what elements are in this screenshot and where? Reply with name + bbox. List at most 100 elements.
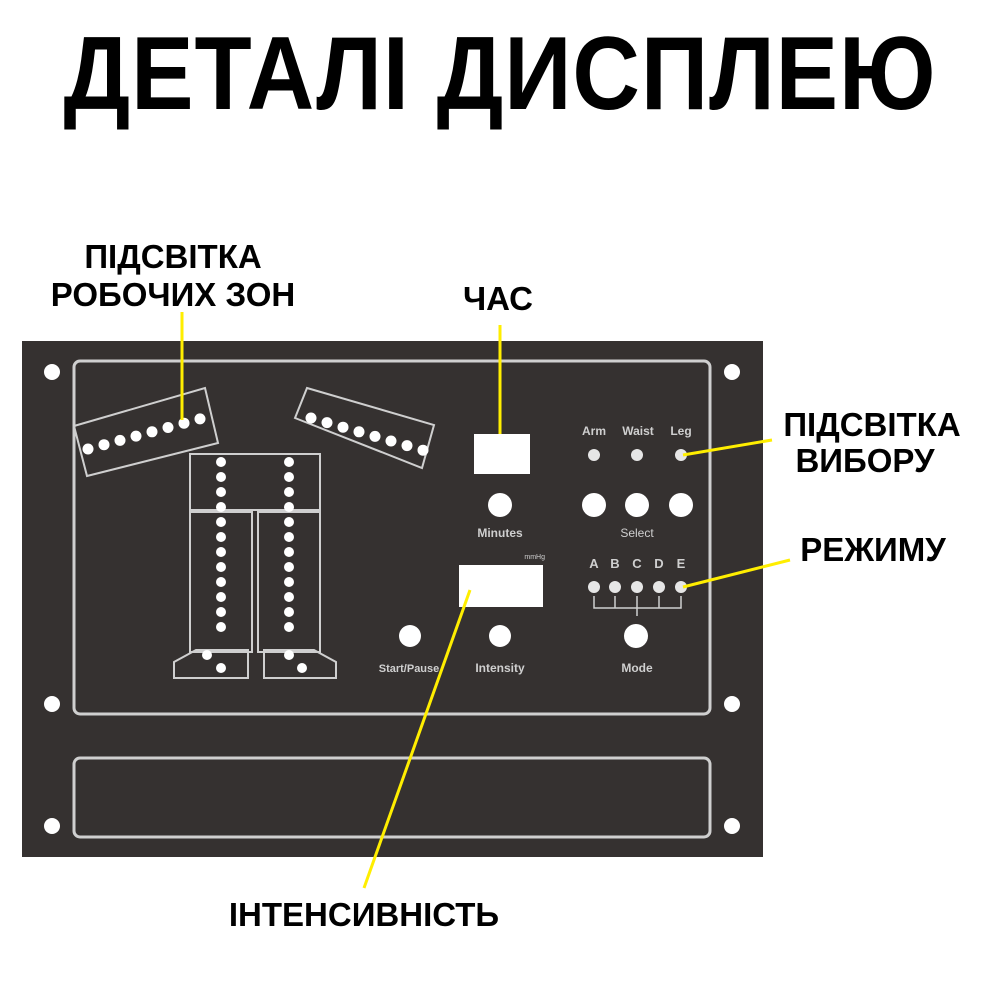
zone-led [216, 457, 226, 467]
mode-bracket [593, 596, 682, 616]
mode-led-d [653, 581, 665, 593]
zone-led [130, 430, 142, 442]
zone-led [284, 472, 294, 482]
waist-led [631, 449, 643, 461]
mode-label: Mode [621, 661, 653, 675]
zone-led [216, 472, 226, 482]
zone-led [284, 532, 294, 542]
zone-led [216, 592, 226, 602]
mode-led-e [675, 581, 687, 593]
intensity-display [459, 565, 543, 607]
mode-letter-a: A [589, 556, 599, 571]
left-foot-outline [173, 649, 249, 679]
callout-lines [180, 312, 791, 889]
mode-letter-d: D [654, 556, 663, 571]
waist-outline [189, 453, 321, 511]
minutes-button[interactable] [488, 493, 512, 517]
waist-label: Waist [622, 424, 654, 438]
select-label: Select [620, 526, 654, 540]
waist-select-button[interactable] [625, 493, 649, 517]
zone-led [284, 457, 294, 467]
zone-led [369, 430, 381, 442]
zone-led [284, 622, 294, 632]
zone-led [385, 435, 397, 447]
mode-callout-line [682, 558, 791, 589]
zone-led [284, 562, 294, 572]
zone-led [284, 487, 294, 497]
zone-led [178, 417, 190, 429]
zone-led [162, 422, 174, 433]
zone-led [98, 439, 110, 451]
zone-led [216, 487, 226, 497]
zone-led [216, 547, 226, 557]
zone-led [284, 547, 294, 557]
intensity-callout: ІНТЕНСИВНІСТЬ [229, 896, 499, 933]
zone-led [114, 434, 126, 446]
zone-led [337, 421, 349, 433]
mode-letter-c: C [632, 556, 642, 571]
mode-callout: РЕЖИМУ [800, 531, 946, 568]
right-arm-outline [293, 386, 436, 470]
left-arm-outline [72, 386, 220, 478]
zone-led [284, 607, 294, 617]
select-callout-line2: ВИБОРУ [795, 442, 935, 479]
zone-led [284, 577, 294, 587]
zone-led [216, 532, 226, 542]
mount-hole [44, 696, 60, 712]
zone-led [216, 502, 226, 512]
select-callout-line [682, 438, 773, 457]
mount-hole [724, 696, 740, 712]
zone-led [146, 426, 158, 438]
zone-led [297, 663, 307, 673]
zone-led [305, 412, 317, 424]
control-area-frame [72, 359, 712, 716]
zone-led [216, 663, 226, 673]
zone-led [216, 562, 226, 572]
intensity-callout-line [362, 589, 472, 889]
zone-led [216, 607, 226, 617]
start-pause-button[interactable] [399, 625, 421, 647]
zone-led [321, 417, 333, 429]
start-pause-label: Start/Pause [379, 663, 440, 675]
zones-callout-line1: ПІДСВІТКА [84, 238, 261, 275]
zone-leds [82, 412, 429, 673]
minutes-label: Minutes [477, 526, 523, 540]
zone-led [216, 517, 226, 527]
select-callout-line1: ПІДСВІТКА [783, 406, 960, 443]
zone-led [401, 440, 413, 452]
mode-button[interactable] [624, 624, 648, 648]
time-display [474, 434, 530, 474]
arm-label: Arm [582, 424, 606, 438]
intensity-button[interactable] [489, 625, 511, 647]
arm-led [588, 449, 600, 461]
device-panel [22, 341, 763, 857]
time-callout: ЧАС [463, 280, 533, 317]
intensity-label: Intensity [475, 661, 525, 675]
mode-led-a [588, 581, 600, 593]
mode-led-c [631, 581, 643, 593]
page-title: ДЕТАЛІ ДИСПЛЕЮ [63, 16, 937, 132]
leg-select-button[interactable] [669, 493, 693, 517]
zone-led [284, 517, 294, 527]
mode-letter-b: B [610, 556, 619, 571]
mount-hole [44, 818, 60, 834]
zone-led [82, 443, 94, 455]
zones-callout-line2: РОБОЧИХ ЗОН [51, 276, 295, 313]
zone-led [353, 426, 365, 438]
right-foot-outline [263, 649, 337, 679]
arm-select-button[interactable] [582, 493, 606, 517]
leg-label: Leg [670, 424, 691, 438]
lower-frame [72, 756, 712, 839]
leg-led [675, 449, 687, 461]
mount-hole [44, 364, 60, 380]
zone-led [202, 650, 212, 660]
zone-led [194, 413, 206, 425]
mount-hole [724, 818, 740, 834]
zone-led [284, 592, 294, 602]
mode-led-b [609, 581, 621, 593]
mode-letter-e: E [677, 556, 686, 571]
zone-led [216, 622, 226, 632]
zone-led [216, 577, 226, 587]
zone-led [284, 650, 294, 660]
